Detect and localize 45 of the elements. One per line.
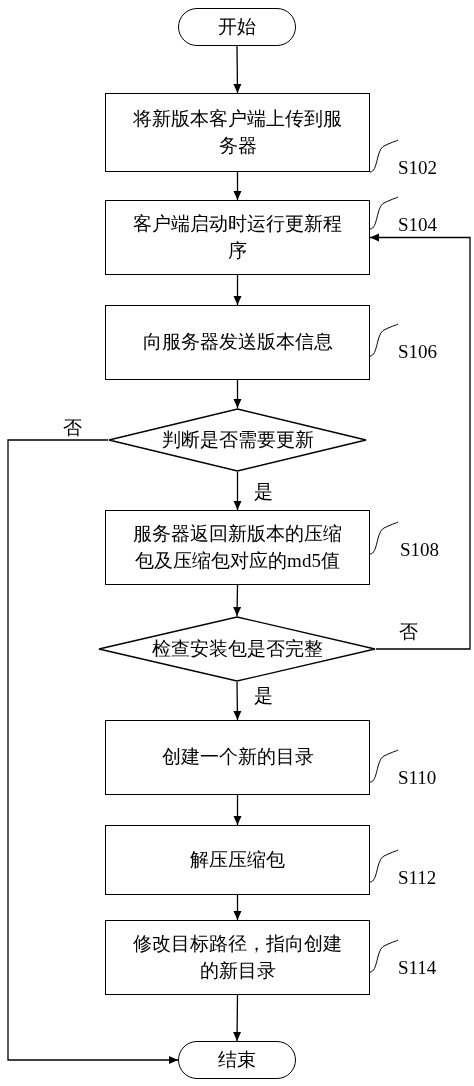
- step-number: S110: [398, 768, 437, 787]
- arrow: [233, 379, 242, 409]
- step-text: 结束: [218, 1047, 256, 1072]
- decision-diamond: [98, 616, 376, 682]
- step-number: S112: [398, 868, 437, 887]
- arrow: [233, 994, 242, 1042]
- process-box: [105, 510, 370, 585]
- step-text: 创建一个新的目录: [161, 745, 314, 770]
- step-text: 检查安装包是否完整: [151, 636, 323, 661]
- arrow: [233, 584, 242, 617]
- step-text: 解压压缩包: [190, 847, 285, 872]
- process-box: [105, 825, 370, 895]
- step-text: 判断是否需要更新: [161, 427, 314, 452]
- arrow: [233, 45, 242, 94]
- process-box: [105, 720, 370, 795]
- edge-label: 是: [253, 482, 274, 501]
- edge-label: 否: [398, 622, 419, 641]
- edge-label: 是: [253, 686, 274, 705]
- decision-diamond: [108, 408, 367, 472]
- arrow: [7, 439, 179, 1064]
- step-text: 开始: [218, 14, 256, 39]
- edge-label: 否: [62, 418, 83, 437]
- step-text: 向服务器发送版本信息: [142, 330, 333, 355]
- terminal-box: [178, 1041, 296, 1079]
- process-box: [105, 920, 370, 995]
- arrow: [233, 894, 242, 921]
- step-text: 客户端启动时运行更新程序: [132, 211, 343, 263]
- step-text: 服务器返回新版本的压缩包及压缩包对应的md5值: [132, 521, 343, 573]
- step-number: S102: [398, 158, 438, 177]
- arrow: [233, 274, 242, 306]
- arrow: [233, 681, 242, 721]
- process-box: [105, 305, 370, 380]
- step-number: S106: [398, 342, 438, 361]
- step-text: 修改目标路径，指向创建的新目录: [132, 931, 343, 983]
- step-number: S108: [400, 540, 440, 559]
- step-number: S104: [398, 215, 438, 234]
- terminal-box: [178, 8, 296, 46]
- arrow: [233, 471, 242, 511]
- step-number: S114: [398, 958, 437, 977]
- arrow: [233, 171, 242, 201]
- process-box: [105, 200, 370, 275]
- arrow: [369, 233, 471, 650]
- step-text: 将新版本客户端上传到服务器: [132, 106, 343, 158]
- process-box: [105, 93, 370, 172]
- arrow: [233, 794, 242, 826]
